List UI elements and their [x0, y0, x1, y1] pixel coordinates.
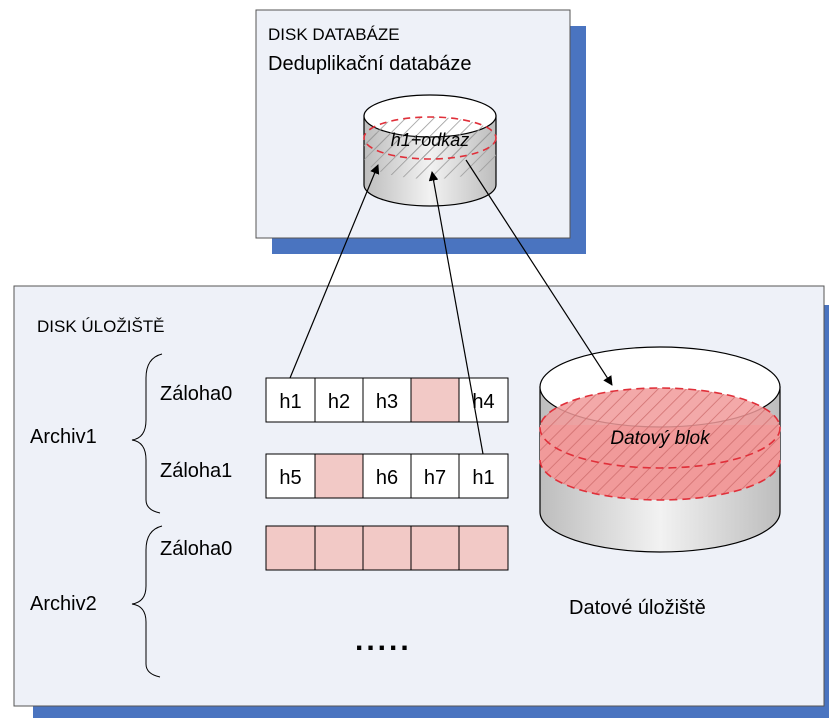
block-cell-data [410, 377, 460, 423]
block-cell-data [458, 525, 509, 571]
more-backups-ellipsis: ..... [355, 624, 412, 657]
block-cell [458, 453, 509, 499]
dedup-record-label: h1+odkaz [391, 130, 470, 150]
block-hash: h2 [328, 391, 350, 413]
block-hash: h1 [279, 391, 301, 413]
reference-arrows [289, 159, 613, 455]
arrow-h1-second-to-db [428, 171, 484, 455]
block-hash: h3 [376, 391, 398, 413]
block-hash: h1 [472, 467, 494, 489]
block-cell [265, 377, 316, 423]
block-cell-data [362, 525, 412, 571]
archive-1-brace [131, 353, 163, 514]
block-hash: h5 [279, 467, 301, 489]
block-cell-data [314, 453, 364, 499]
block-cell [314, 377, 364, 423]
arrow-h1-to-db [289, 164, 380, 379]
archive-1-backup-1-label: Záloha1 [160, 460, 232, 482]
block-hash: h4 [472, 391, 494, 413]
archive-1-label: Archiv1 [30, 426, 97, 448]
database-disk-panel: DISK DATABÁZE Deduplikační databáze h1+o… [255, 9, 586, 254]
block-hash: h6 [376, 467, 398, 489]
archive-2-backup-0-label: Záloha0 [160, 538, 232, 560]
storage-disk-panel: DISK ÚLOŽIŠTĚ Archiv1 Záloha0 Záloha1 h1… [13, 285, 829, 718]
block-hash: h7 [424, 467, 446, 489]
block-cell-data [265, 525, 316, 571]
block-cell [410, 453, 460, 499]
data-store-cylinder: Datový blok [539, 346, 781, 553]
block-cell [458, 377, 509, 423]
block-cell-data [410, 525, 460, 571]
arrow-db-to-data-block [465, 159, 613, 386]
archive-2-brace [131, 525, 163, 678]
archive-2-label: Archiv2 [30, 593, 97, 615]
data-store-label: Datové úložiště [569, 597, 706, 619]
data-block-label: Datový blok [610, 428, 711, 449]
block-cell-data [314, 525, 364, 571]
archive-1-backup-1-blocks: h5 h6 h7 h1 [265, 453, 509, 499]
block-cell [362, 377, 412, 423]
archive-1-backup-0-label: Záloha0 [160, 383, 232, 405]
archive-2-backup-0-blocks [265, 525, 509, 571]
block-cell [265, 453, 316, 499]
storage-disk-title: DISK ÚLOŽIŠTĚ [37, 317, 165, 336]
archive-1-backup-0-blocks: h1 h2 h3 h4 [265, 377, 509, 423]
database-disk-title: DISK DATABÁZE [268, 25, 400, 44]
dedup-database-cylinder: h1+odkaz [363, 94, 497, 207]
dedup-database-label: Deduplikační databáze [268, 53, 471, 75]
